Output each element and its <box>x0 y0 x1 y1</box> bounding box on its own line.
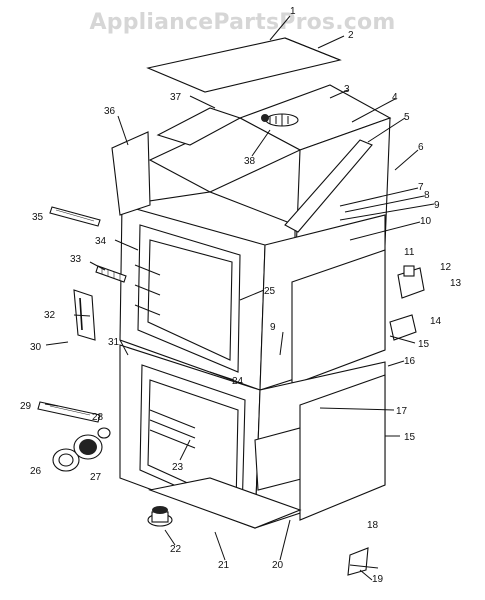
left-side-panel <box>111 131 151 216</box>
callout-31: 31 <box>108 337 120 348</box>
lower-cavity <box>119 344 386 529</box>
callout-11: 11 <box>404 247 415 258</box>
callout-8: 8 <box>424 190 430 201</box>
spring-part-38 <box>261 113 299 127</box>
callout-26: 26 <box>30 466 42 477</box>
callout-32: 32 <box>44 310 56 321</box>
knob-part-26 <box>52 448 80 472</box>
rear-panel-37 <box>156 107 242 146</box>
side-vent-plate <box>284 139 373 233</box>
callout-9-lower: 9 <box>270 322 276 333</box>
callout-36: 36 <box>104 106 116 117</box>
callout-14: 14 <box>430 316 442 327</box>
callout-20: 20 <box>272 560 284 571</box>
foot-part-22 <box>147 506 173 527</box>
spring-part-33 <box>95 265 127 283</box>
bottom-rail <box>147 477 302 529</box>
bracket-part-11-13 <box>397 265 425 299</box>
callout-24: 24 <box>232 376 244 387</box>
right-side-panel-lower <box>299 374 386 521</box>
leader-lines <box>44 15 435 581</box>
callout-3: 3 <box>344 84 350 95</box>
callout-9: 9 <box>434 200 440 211</box>
callout-1: 1 <box>290 6 296 17</box>
callout-21: 21 <box>218 560 230 571</box>
callout-12: 12 <box>440 262 452 273</box>
callout-4: 4 <box>392 92 398 103</box>
hinge-part-32 <box>73 289 96 341</box>
callout-29: 29 <box>20 401 32 412</box>
clip-part-18-19 <box>347 547 379 576</box>
callout-22: 22 <box>170 544 182 555</box>
upper-cavity <box>119 204 386 391</box>
callout-33: 33 <box>70 254 82 265</box>
callout-23: 23 <box>172 462 184 473</box>
bracket-part-14 <box>389 314 417 341</box>
callout-38: 38 <box>244 156 256 167</box>
callout-labels: 1 2 3 4 5 6 7 8 9 10 11 12 13 14 15 16 1… <box>20 6 462 585</box>
callout-19: 19 <box>372 574 384 585</box>
callout-6: 6 <box>418 142 424 153</box>
callout-13: 13 <box>450 278 462 289</box>
callout-5: 5 <box>404 112 410 123</box>
callout-16: 16 <box>404 356 416 367</box>
right-side-panel-upper <box>291 249 386 386</box>
top-cover-panel <box>146 37 342 93</box>
callout-37: 37 <box>170 92 182 103</box>
callout-35: 35 <box>32 212 44 223</box>
callout-30: 30 <box>30 342 42 353</box>
callout-25: 25 <box>264 286 276 297</box>
callout-18: 18 <box>367 520 379 531</box>
ring-part-27 <box>73 434 103 460</box>
callout-15-lower: 15 <box>404 432 416 443</box>
callout-15-upper: 15 <box>418 339 430 350</box>
callout-28: 28 <box>92 412 104 423</box>
callout-2: 2 <box>348 30 354 41</box>
bracket-part-29 <box>37 401 101 423</box>
callout-7: 7 <box>418 182 424 193</box>
part-28 <box>97 427 111 439</box>
watermark-text: AppliancePartsPros.com <box>89 10 396 35</box>
handle-part-35 <box>49 206 101 227</box>
callout-17: 17 <box>396 406 408 417</box>
callout-34: 34 <box>95 236 107 247</box>
callout-10: 10 <box>420 216 432 227</box>
callout-27: 27 <box>90 472 102 483</box>
